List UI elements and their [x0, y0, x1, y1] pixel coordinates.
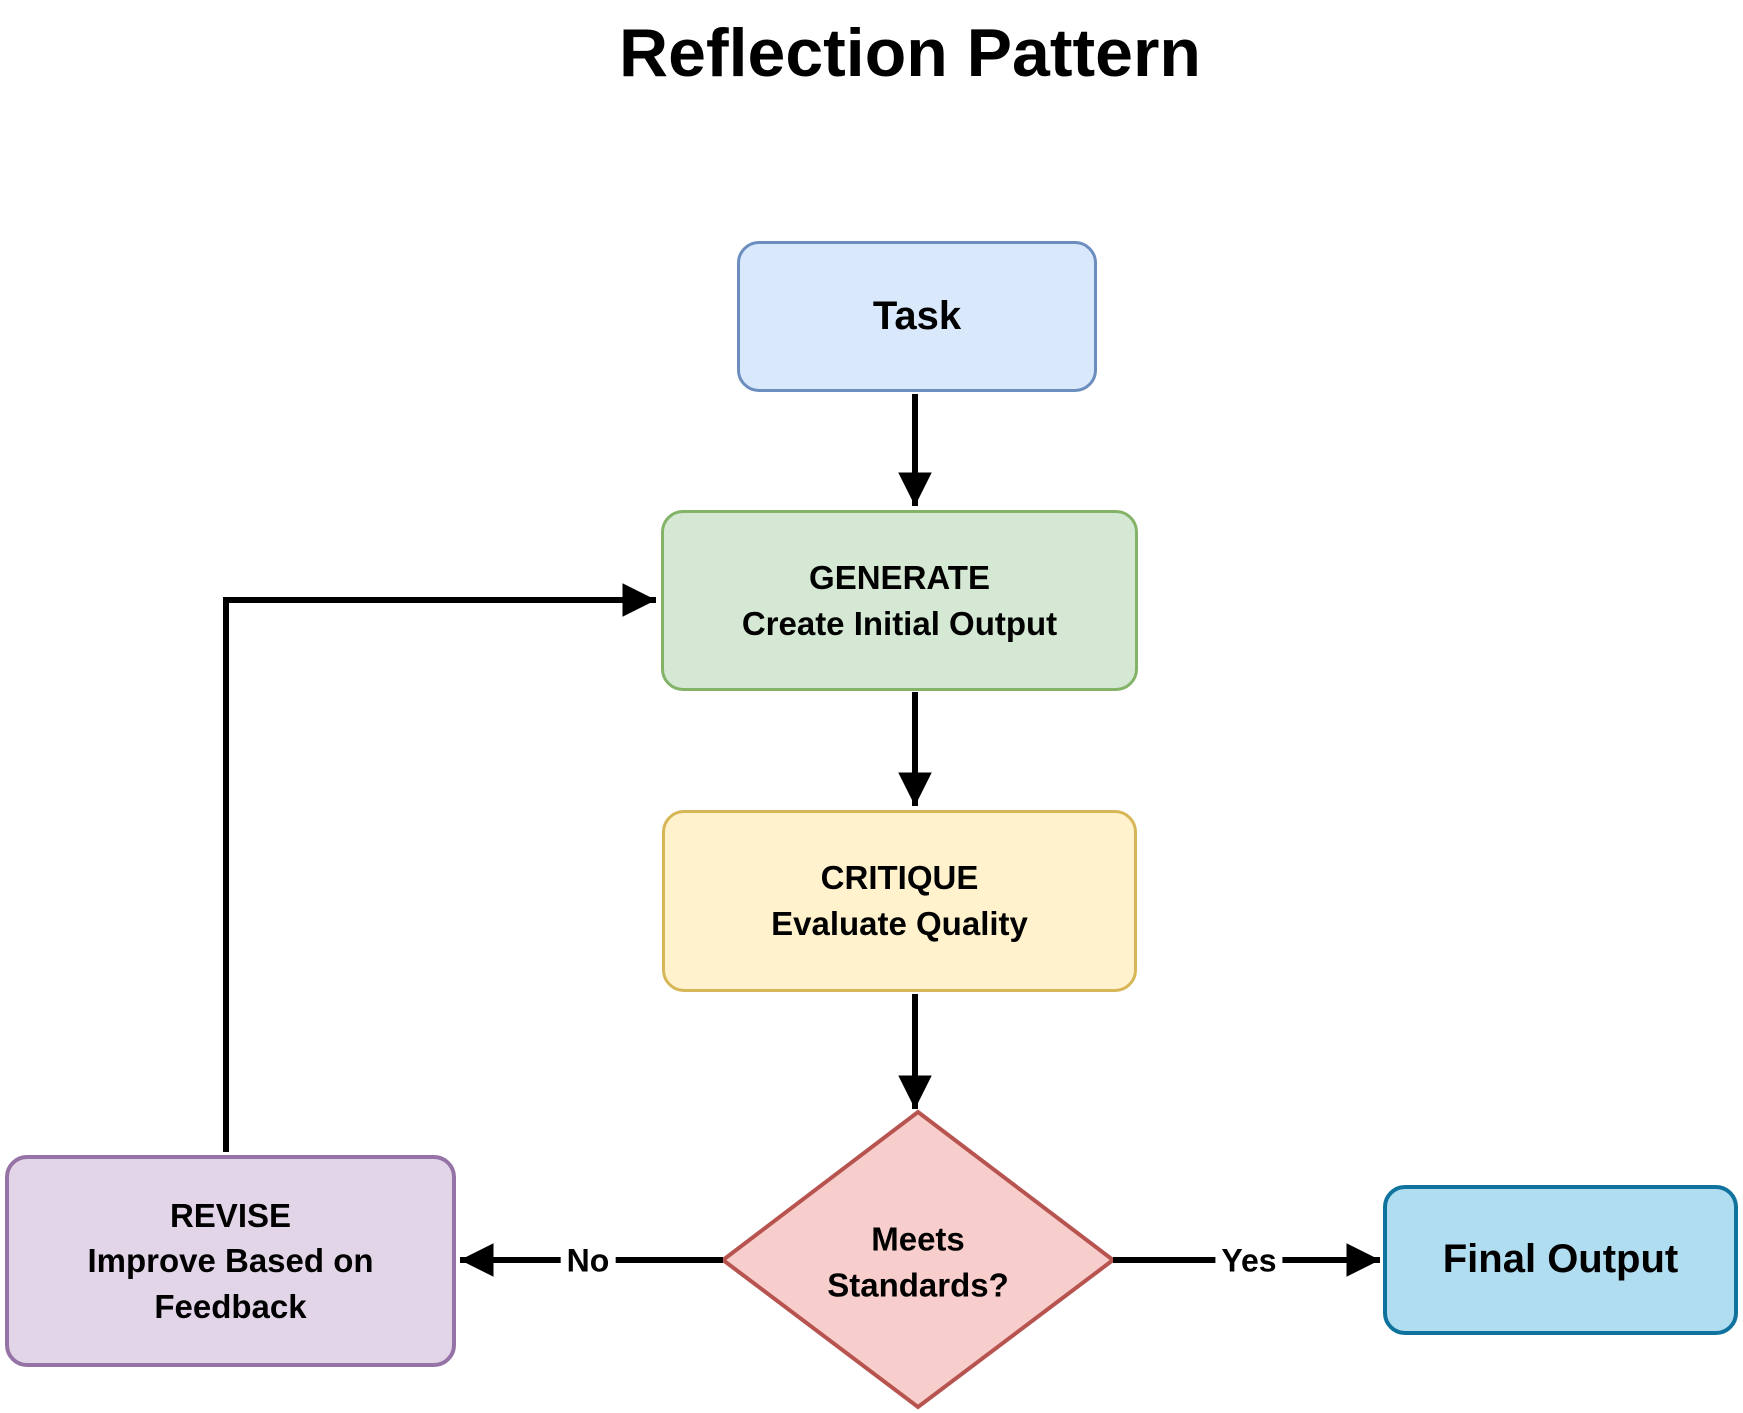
edge-label-no: No [560, 1243, 616, 1279]
node-revise-subtitle: Improve Based on Feedback [87, 1242, 374, 1325]
node-decision-line2: Standards? [827, 1266, 1009, 1303]
node-decision-line1: Meets [871, 1220, 965, 1258]
node-generate-subtitle: Create Initial Output [741, 604, 1058, 642]
node-generate: GENERATE Create Initial Output [661, 510, 1138, 691]
node-final-output-label: Final Output [1442, 1237, 1679, 1282]
arrow-revise-loop-to-generate [223, 583, 656, 1152]
node-critique-title: CRITIQUE [820, 859, 979, 897]
node-revise: REVISE Improve Based on Feedback [5, 1155, 456, 1367]
node-final-output: Final Output [1383, 1185, 1738, 1335]
node-critique: CRITIQUE Evaluate Quality [662, 810, 1137, 992]
node-decision-label: Meets Standards? [827, 1216, 1009, 1307]
node-task: Task [737, 241, 1097, 392]
node-task-label: Task [872, 293, 962, 338]
node-revise-title: REVISE [169, 1196, 292, 1234]
diagram-title: Reflection Pattern [619, 15, 1201, 91]
node-generate-title: GENERATE [809, 558, 990, 596]
edge-label-yes: Yes [1215, 1243, 1283, 1279]
decision-diamond [719, 1109, 1117, 1410]
node-critique-subtitle: Evaluate Quality [771, 905, 1028, 942]
